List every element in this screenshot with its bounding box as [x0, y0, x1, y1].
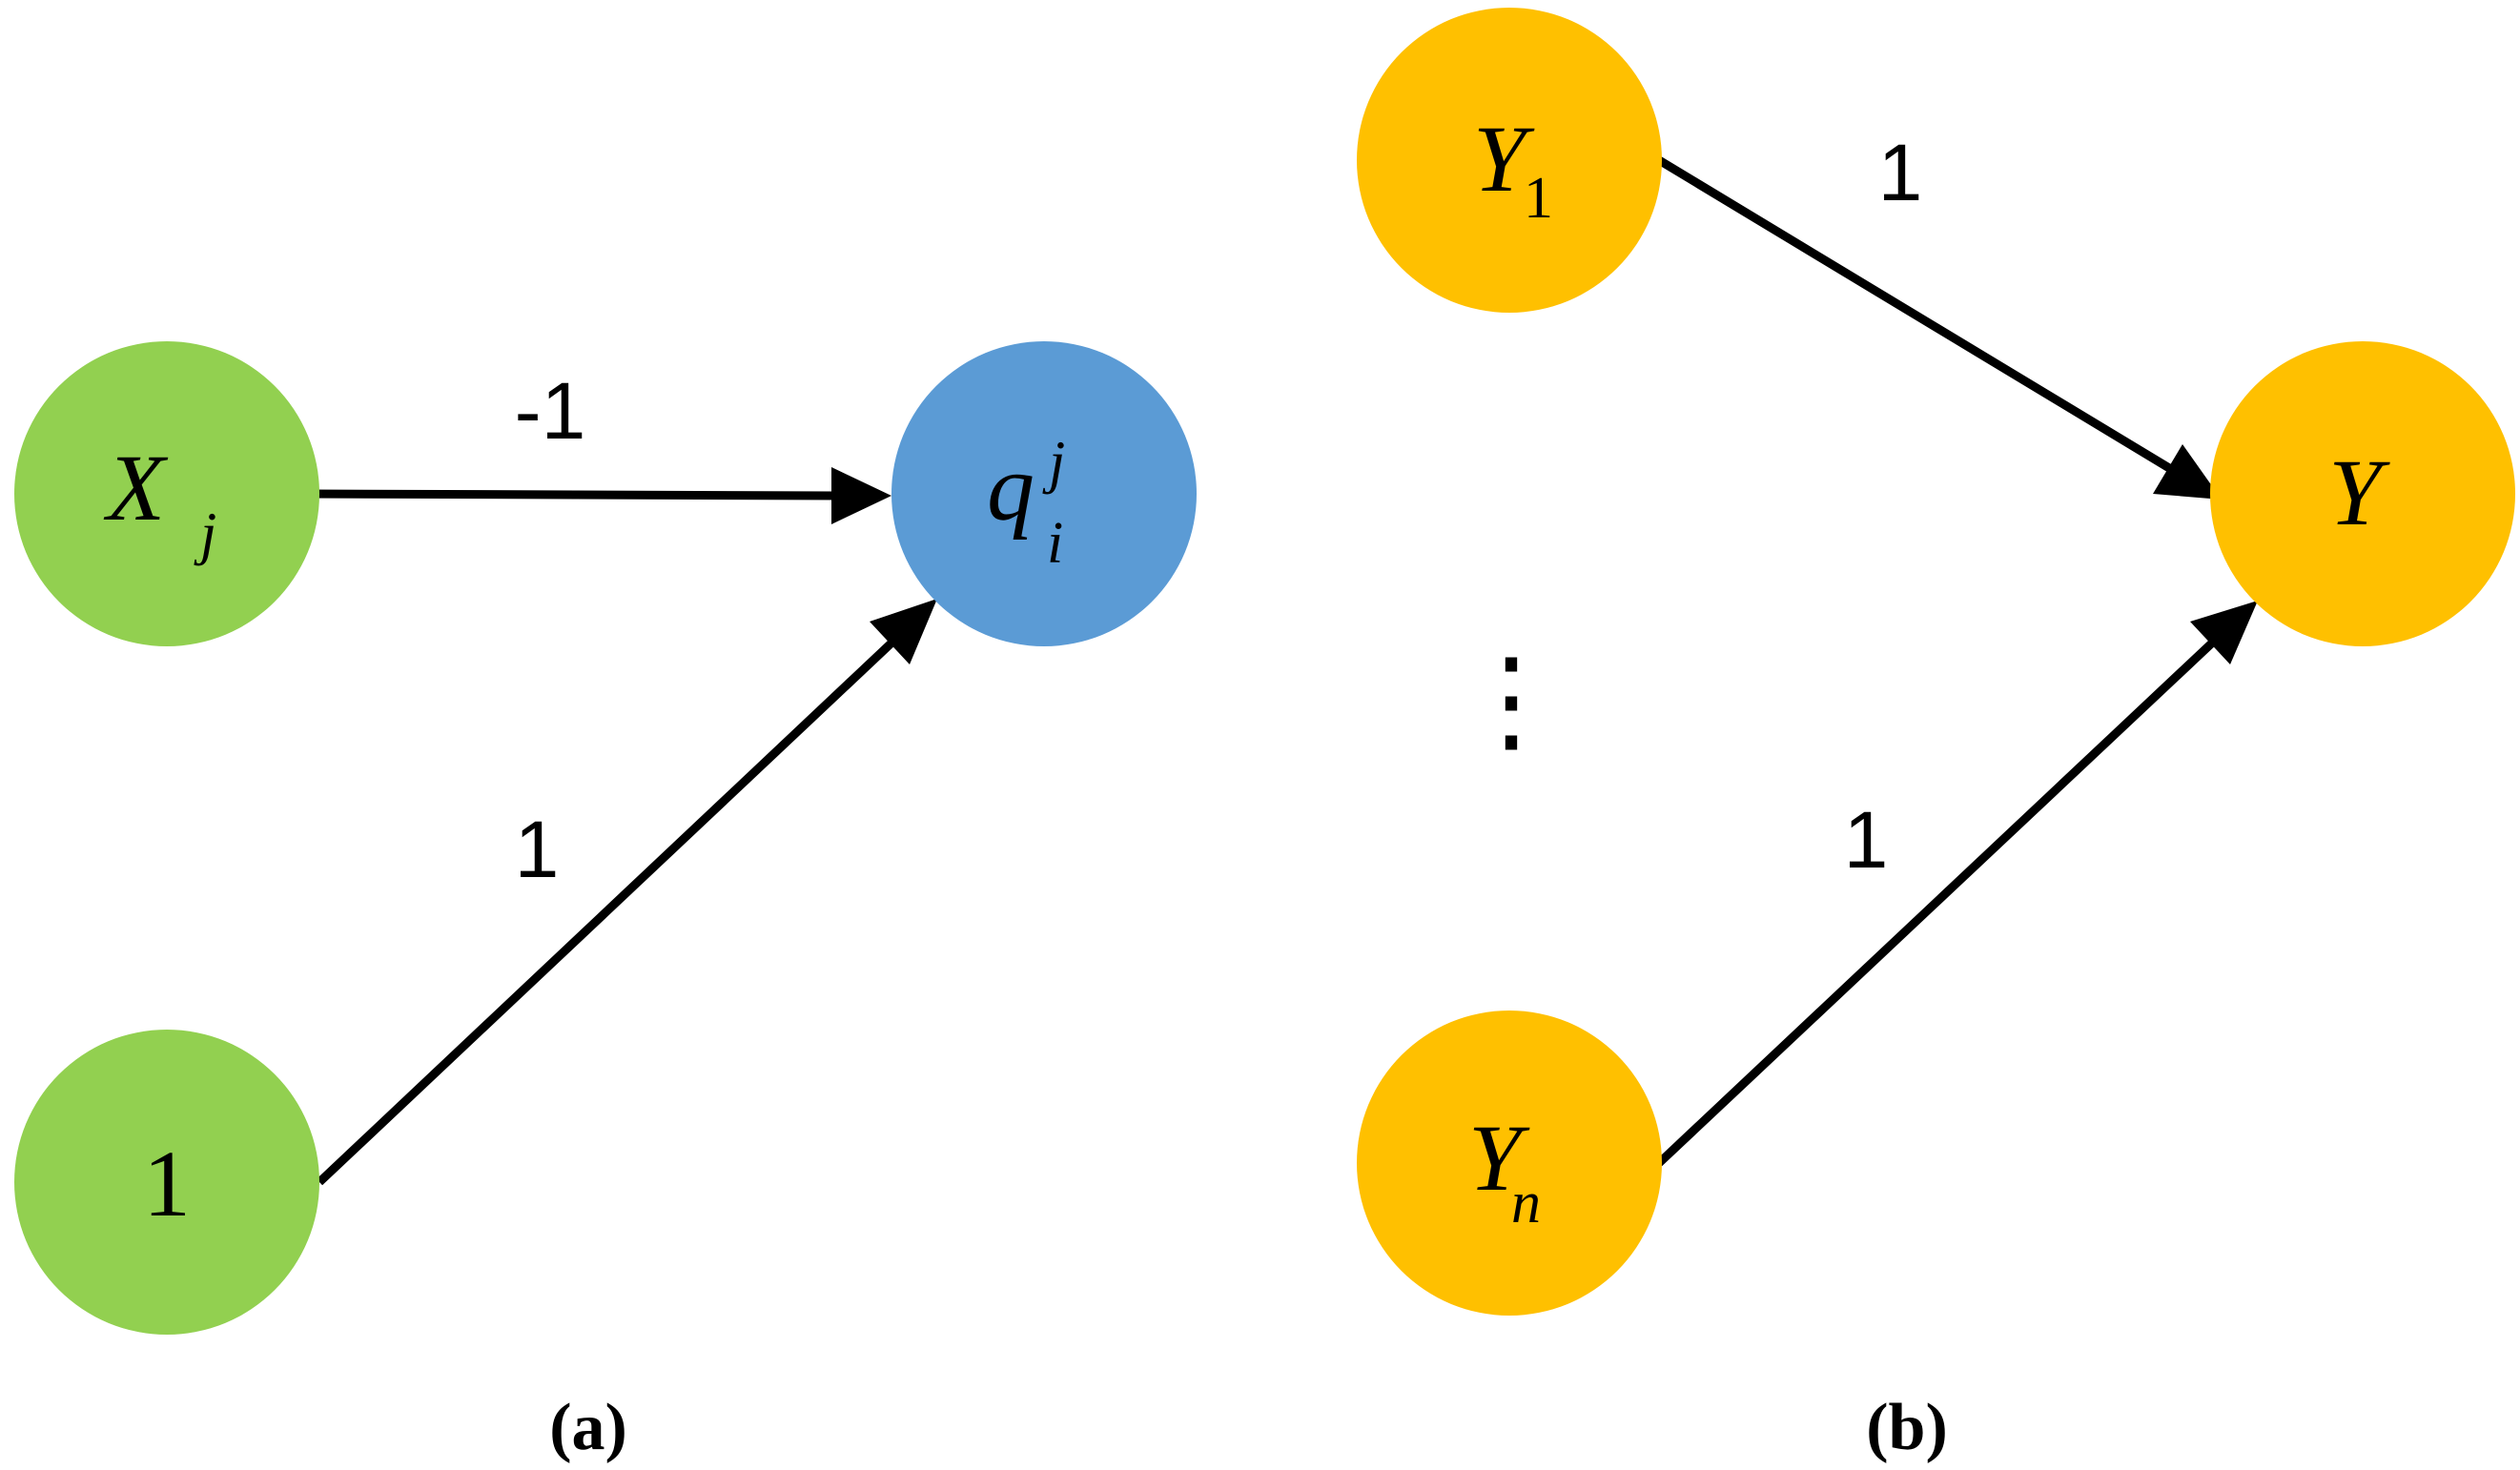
weight-xj-to-qij: -1 — [515, 366, 586, 456]
weight-yn-to-y: 1 — [1844, 795, 1889, 885]
ellipsis: ⋮ — [1454, 637, 1568, 764]
node-y1-main: Y — [1473, 106, 1535, 212]
node-qij-main: q — [987, 435, 1035, 541]
node-yn-main: Y — [1468, 1105, 1530, 1211]
node-y — [2210, 341, 2515, 646]
node-yn — [1357, 1011, 1662, 1316]
node-xj-main: X — [103, 435, 169, 541]
node-xj-label: X — [103, 435, 169, 541]
node-one-label: 1 — [143, 1131, 191, 1236]
edge-yn-to-y — [1655, 630, 2225, 1167]
node-xj — [14, 341, 319, 646]
arrowhead-one-to-qij — [870, 599, 937, 664]
node-y-main: Y — [2328, 439, 2390, 545]
node-qij-subscript: i — [1047, 511, 1063, 576]
edge-xj-to-qij — [306, 489, 840, 500]
arrowhead-y1-to-y — [2153, 444, 2222, 500]
edge-one-to-qij — [316, 630, 905, 1186]
node-one — [14, 1030, 319, 1335]
node-yn-subscript: n — [1511, 1171, 1541, 1235]
weight-one-to-qij: 1 — [515, 805, 560, 894]
arrowhead-yn-to-y — [2190, 601, 2258, 664]
node-y1 — [1357, 8, 1662, 313]
panel-b: 1 1 Y 1 ⋮ Y n Y (b) — [1357, 8, 2515, 1464]
weight-y1-to-y: 1 — [1878, 128, 1923, 217]
caption-a: (a) — [549, 1391, 627, 1464]
node-y1-subscript: 1 — [1524, 166, 1553, 231]
caption-b: (b) — [1866, 1391, 1948, 1464]
panel-a: -1 1 X j 1 q j i (a) — [14, 341, 1197, 1464]
node-qij — [891, 341, 1197, 646]
edge-y1-to-y — [1656, 156, 2186, 480]
arrowhead-xj-to-qij — [831, 467, 891, 524]
